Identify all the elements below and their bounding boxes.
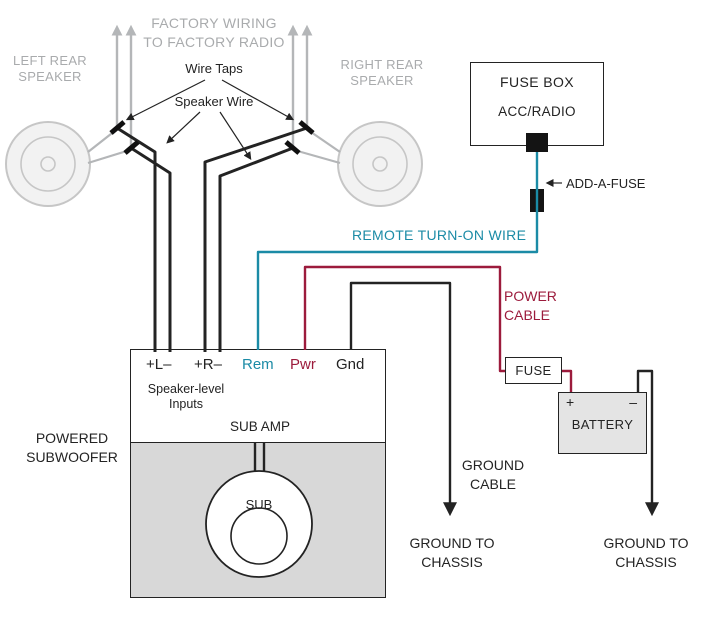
add-a-fuse-label: ADD-A-FUSE — [566, 176, 646, 191]
right-rear-speaker-icon — [337, 121, 423, 207]
right-speaker-lead-1 — [307, 129, 341, 153]
fuse-box-acc-radio-terminal: ACC/RADIO — [498, 104, 576, 119]
wire-tap-mark-1 — [109, 120, 126, 135]
left-speaker-wire-2 — [130, 146, 172, 352]
battery: + – BATTERY — [558, 392, 647, 454]
battery-positive-terminal: + — [566, 394, 575, 410]
factory-wiring-label: FACTORY WIRING TO FACTORY RADIO — [143, 15, 285, 50]
speaker-wire-pointer-right — [219, 111, 252, 161]
left-speaker-lead-1 — [87, 129, 117, 153]
wire-tap-mark-3 — [298, 120, 315, 135]
amp-terminal-remote: Rem — [242, 356, 274, 373]
amp-terminal-right-input: +R– — [194, 356, 222, 373]
left-rear-speaker-icon — [5, 121, 91, 207]
ground-to-chassis-amp-label: GROUND TO CHASSIS — [409, 535, 495, 570]
wire-tap-mark-2 — [123, 140, 140, 155]
speaker-wire-pointer-left — [166, 111, 201, 144]
amp-terminal-left-input: +L– — [146, 356, 172, 373]
speaker-wire-label: Speaker Wire — [174, 94, 254, 109]
right-speaker-wire-2 — [218, 146, 294, 352]
ground-cable-label: GROUND CABLE — [461, 457, 525, 492]
left-speaker-lead-2 — [87, 148, 131, 165]
right-speaker-wire-1 — [203, 126, 308, 352]
sub-amp-label: SUB AMP — [229, 419, 291, 434]
left-rear-speaker-label: LEFT REAR SPEAKER — [13, 53, 87, 84]
powered-subwoofer-label: POWERED SUBWOOFER — [26, 430, 118, 465]
amp-terminal-ground: Gnd — [336, 356, 365, 373]
remote-turn-on-wire — [256, 152, 539, 350]
fuse-box-title: FUSE BOX — [500, 74, 574, 90]
wire-taps-label: Wire Taps — [185, 61, 243, 76]
battery-label: BATTERY — [571, 417, 634, 432]
right-rear-speaker-label: RIGHT REAR SPEAKER — [340, 57, 424, 88]
power-cable-label: POWER CABLE — [504, 288, 557, 323]
left-speaker-wire-1 — [116, 126, 157, 352]
subwoofer-enclosure — [130, 442, 386, 598]
wire-tap-mark-4 — [284, 140, 301, 155]
amp-terminal-power: Pwr — [290, 356, 316, 373]
sub-driver-label: SUB — [245, 497, 273, 512]
remote-turn-on-wire-label: REMOTE TURN-ON WIRE — [352, 227, 527, 243]
battery-negative-terminal: – — [629, 394, 637, 410]
ground-to-chassis-battery-label: GROUND TO CHASSIS — [603, 535, 689, 570]
fuse-box: FUSE BOX ACC/RADIO — [470, 62, 604, 146]
right-speaker-lead-2 — [293, 148, 341, 165]
inline-fuse-label: FUSE — [515, 363, 552, 378]
add-a-fuse-icon — [530, 189, 544, 212]
inline-fuse: FUSE — [505, 357, 562, 384]
speaker-level-inputs-label: Speaker-level Inputs — [147, 382, 225, 411]
fuse-to-battery-wire — [562, 369, 573, 392]
